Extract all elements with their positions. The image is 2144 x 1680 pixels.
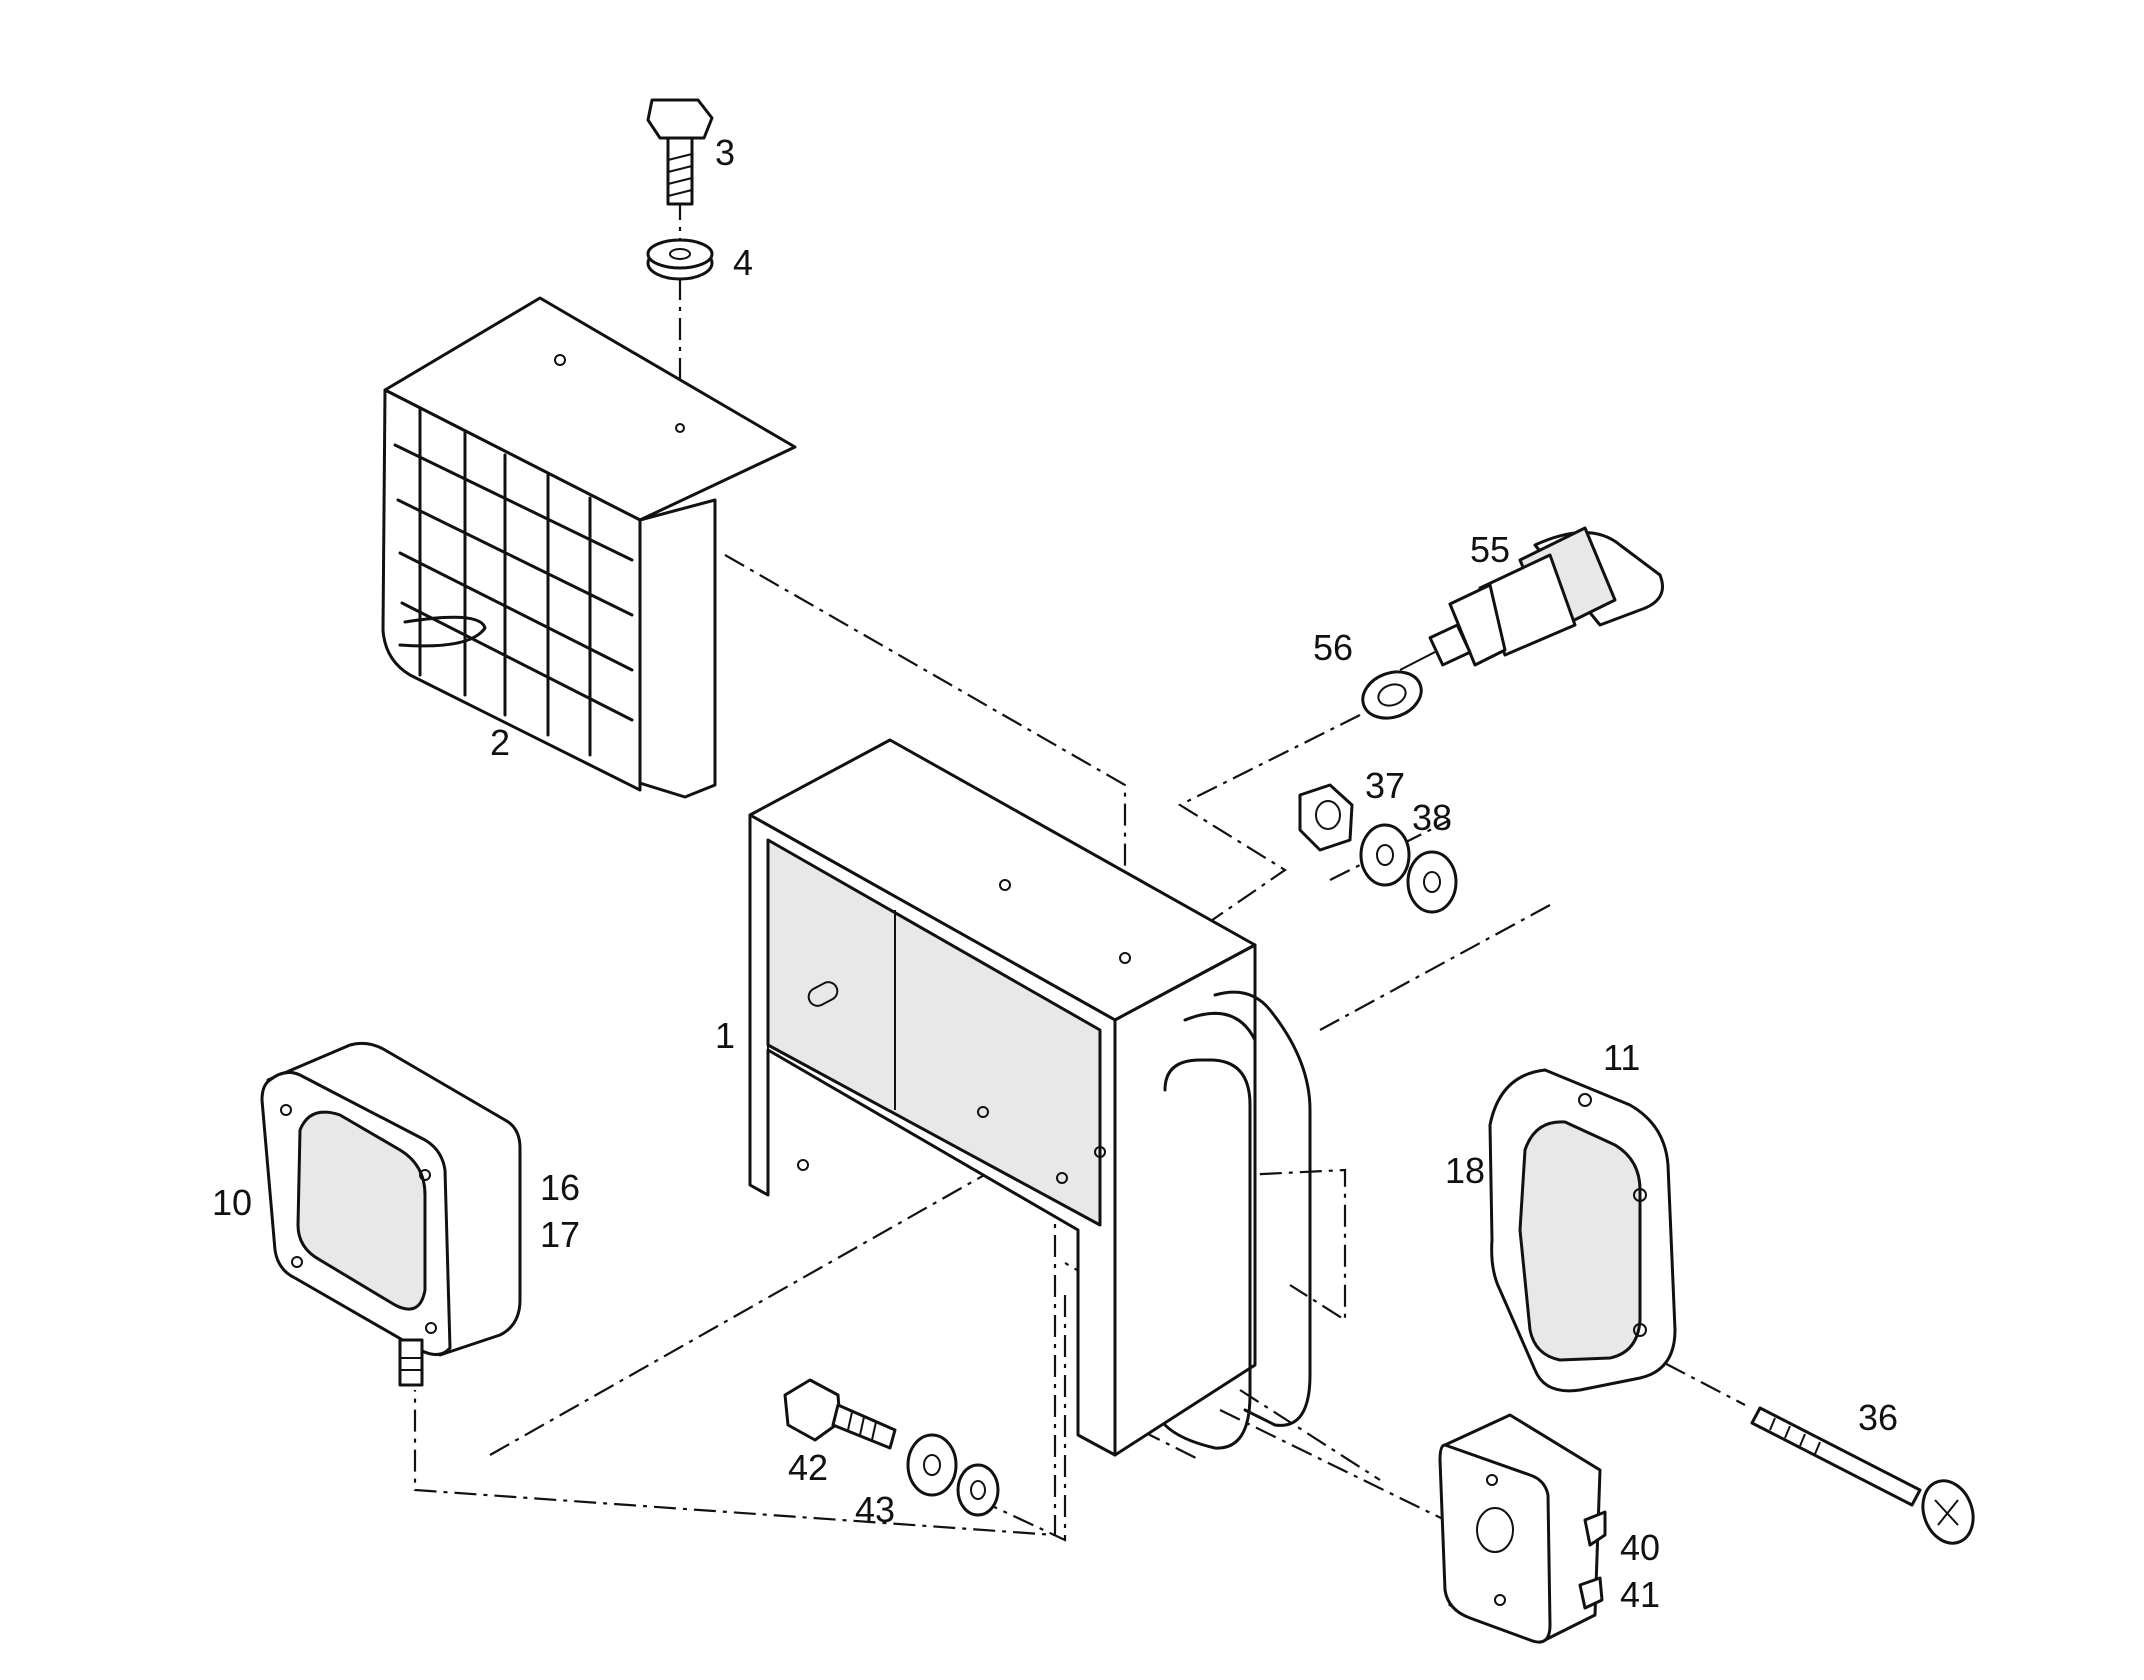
- callout-socket-55: 55: [1470, 529, 1510, 570]
- washer-4: [646, 238, 714, 281]
- callout-light-11: 11: [1603, 1037, 1640, 1078]
- callout-bolt-top: 3: [715, 132, 735, 173]
- callout-screw-36: 36: [1858, 1397, 1898, 1438]
- screw-36: [1750, 1406, 1975, 1545]
- washer-43a: [906, 1433, 958, 1497]
- bolt-3: [646, 98, 714, 206]
- callout-washer-43: 43: [855, 1489, 895, 1530]
- callout-washer-38: 38: [1412, 797, 1452, 838]
- clip-56: [1361, 670, 1423, 720]
- assembly-leader-lines: [413, 158, 1746, 1542]
- washer-43b: [956, 1463, 1000, 1517]
- callout-frame: 1: [715, 1015, 735, 1056]
- callout-nut-37: 37: [1365, 765, 1405, 806]
- callout-worklight: 10: [212, 1182, 252, 1223]
- callout-part-18: 18: [1445, 1150, 1485, 1191]
- callout-part-17: 17: [540, 1214, 580, 1255]
- socket-55: [1399, 526, 1664, 671]
- washer-38a: [1359, 823, 1411, 887]
- bolt-42: [783, 1378, 897, 1450]
- callout-guard: 2: [490, 722, 510, 763]
- washer-38b: [1406, 850, 1458, 914]
- lamp-11: [1488, 1068, 1677, 1393]
- callout-clip-56: 56: [1313, 627, 1353, 668]
- small-lamp-40: [1438, 1413, 1607, 1644]
- bracket-frame-1: [748, 738, 1312, 1457]
- nut-37: [1298, 783, 1354, 852]
- wire-guard-2: [381, 296, 797, 799]
- callout-part-16: 16: [540, 1167, 580, 1208]
- callout-part-41: 41: [1620, 1574, 1660, 1615]
- callout-part-40: 40: [1620, 1527, 1660, 1568]
- callout-bolt-42: 42: [788, 1447, 828, 1488]
- work-light-10: [260, 1041, 522, 1387]
- callout-washer-top: 4: [733, 242, 753, 283]
